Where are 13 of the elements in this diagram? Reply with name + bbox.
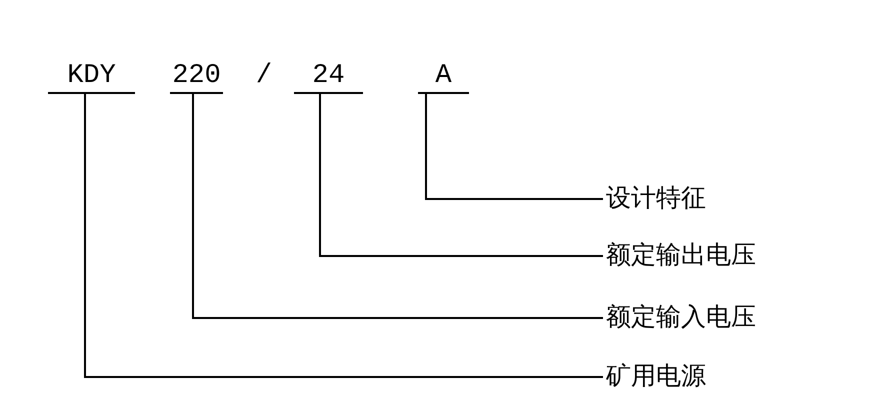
field-label: 额定输入电压 — [606, 303, 756, 333]
connector-line — [84, 94, 603, 378]
connector-line — [319, 94, 603, 257]
code-segment: 24 — [294, 60, 363, 94]
connector-line — [192, 94, 603, 319]
code-segment: 220 — [170, 60, 223, 94]
field-label: 矿用电源 — [606, 362, 706, 392]
field-label: 额定输出电压 — [606, 241, 756, 271]
field-label: 设计特征 — [606, 184, 706, 214]
connector-line — [425, 94, 603, 200]
separator-slash: / — [254, 60, 274, 92]
code-segment: KDY — [48, 60, 135, 94]
code-segment: A — [418, 60, 469, 94]
